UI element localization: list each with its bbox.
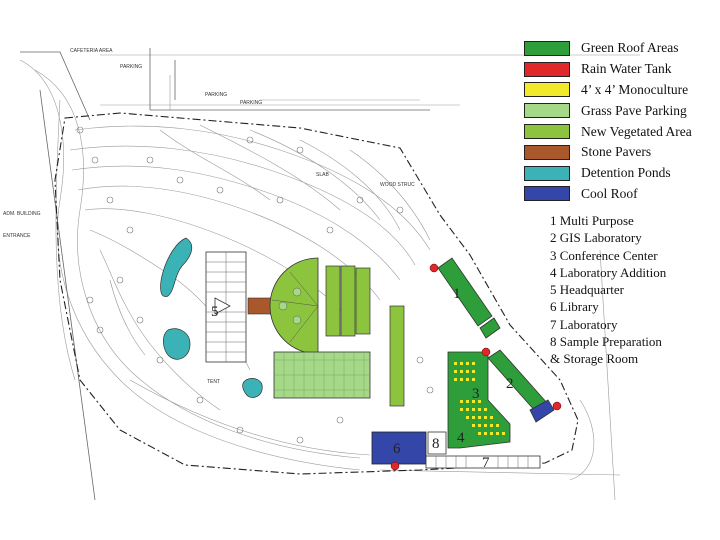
new-vegetated-strips [325,265,405,407]
new-vegetated-semicircle [269,257,319,355]
building-list-item: 3 Conference Center [550,247,658,263]
legend-item: New Vegetated Area [524,121,714,142]
building-number-labels: 1 2 3 4 5 6 7 8 [211,286,514,471]
tent-label: TENT [207,379,220,385]
legend-swatch [524,103,570,119]
detention-ponds [160,237,263,398]
building-list-item: 4 Laboratory Addition [550,264,667,280]
cafeteria-label: CAFETERIA AREA [70,48,113,54]
building-8-sample-preparation [427,431,447,455]
building-1-multi-purpose [437,257,501,339]
building-list-item: 5 Headquarter [550,282,624,298]
legend-swatch [524,124,570,140]
detention-pond-2 [163,328,191,360]
legend-label: Cool Roof [581,185,638,201]
legend-item: Grass Pave Parking [524,100,714,121]
legend-item: Green Roof Areas [524,38,714,59]
building-list-item: 8 Sample Preparation [550,334,662,350]
building-number-6: 6 [393,441,401,457]
legend-item: Detention Ponds [524,163,714,184]
building-list-item: 2 GIS Laboratory [550,230,642,246]
building-7-laboratory [425,455,541,469]
building-list-item: 6 Library [550,299,599,315]
building-number-7: 7 [482,455,490,471]
slab-label: SLAB [316,172,329,178]
legend-label: Rain Water Tank [581,61,672,77]
building-number-3: 3 [472,386,480,402]
parking-label-3: PARKING [240,100,262,106]
building-list-item: & Storage Room [550,351,639,367]
site-boundary [54,112,579,475]
roads [20,48,430,501]
legend-item: Rain Water Tank [524,59,714,80]
legend-item: Cool Roof [524,184,714,205]
legend-label: 4’ x 4’ Monoculture [581,81,689,97]
parking-label-2: PARKING [205,92,227,98]
building-6-library [371,431,427,465]
legend-label: Stone Pavers [581,144,652,160]
legend-label: Detention Ponds [581,165,671,181]
detention-pond-3 [242,378,263,398]
legend-swatch [524,165,570,181]
building-number-8: 8 [432,436,440,452]
contour-lines [19,54,640,501]
building-list-item: 7 Laboratory [550,316,618,332]
trees [76,126,434,444]
legend-swatch [524,82,570,98]
legend-label: New Vegetated Area [581,123,692,139]
legend-swatch [524,186,570,202]
building-number-2: 2 [506,376,514,392]
legend-swatch [524,40,570,56]
building-3-4-green-roof [447,351,511,449]
legend-swatch [524,61,570,77]
entrance-label: ENTRANCE [3,233,31,239]
legend-item: 4’ x 4’ Monoculture [524,80,714,101]
building-list-item: 1 Multi Purpose [550,213,634,228]
legend-label: Green Roof Areas [581,40,679,56]
grass-pave-parking [273,351,371,399]
building-2-gis-laboratory [487,349,555,423]
legend-swatch [524,144,570,160]
building-number-5: 5 [211,304,219,320]
adm-building-label: ADM. BUILDING [3,211,41,217]
detention-pond-1 [160,237,193,297]
building-number-1: 1 [453,286,461,302]
wood-struc-label: WOOD STRUC [380,182,415,188]
building-5-headquarter [205,251,247,363]
rain-water-tanks [390,263,562,471]
monoculture-grid [454,362,505,435]
building-number-4: 4 [457,430,465,446]
legend-item: Stone Pavers [524,142,714,163]
parking-label: PARKING [120,64,142,70]
legend-label: Grass Pave Parking [581,102,687,118]
